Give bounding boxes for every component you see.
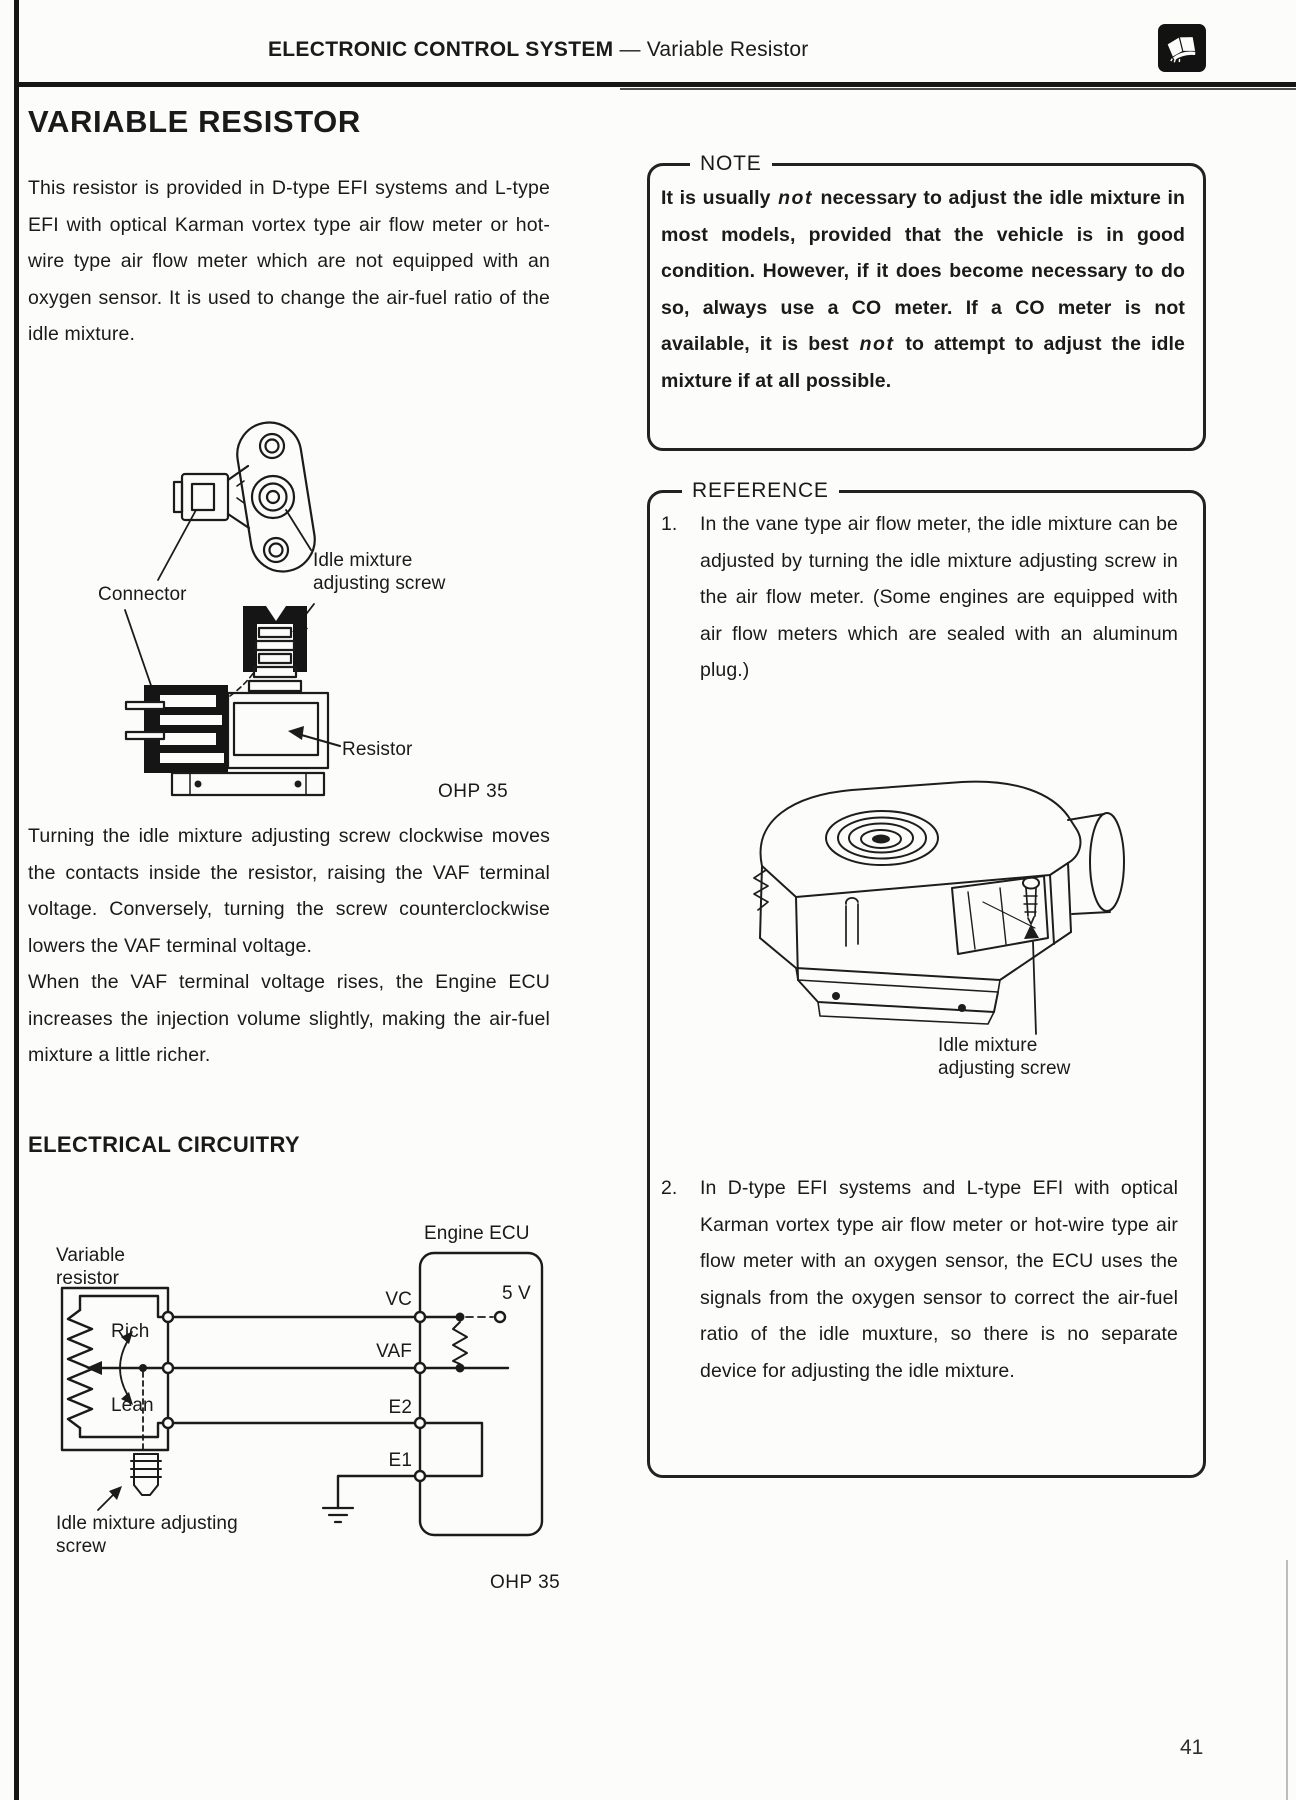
reference-item-2-text: In D-type EFI systems and L-type EFI wit… <box>700 1177 1178 1382</box>
flange-plate <box>236 421 316 573</box>
paragraph-screw-operation: Turning the idle mixture adjusting screw… <box>28 825 550 957</box>
open-book-icon <box>1158 24 1206 72</box>
fig1-connector-label: Connector <box>98 584 187 605</box>
operation-paragraphs: Turning the idle mixture adjusting screw… <box>28 818 550 1074</box>
circuit-rich-label: Rich <box>111 1321 150 1342</box>
fig1-ohp-ref: OHP 35 <box>438 781 509 802</box>
paragraph-ecu-response: When the VAF terminal voltage rises, the… <box>28 971 550 1066</box>
spring-detail <box>753 869 769 911</box>
page-number: 41 <box>1180 1736 1204 1759</box>
header-topic: — Variable Resistor <box>613 38 809 61</box>
scan-edge-artifact <box>1286 1560 1288 1800</box>
note-body: It is usually not necessary to adjust th… <box>661 187 1185 392</box>
circuit-variable-resistor-label: Variable resistor <box>56 1245 126 1289</box>
header-rule <box>14 82 1296 87</box>
figure-circuit-diagram <box>30 1240 570 1610</box>
note-title: NOTE <box>690 152 772 176</box>
intro-paragraph: This resistor is provided in D-type EFI … <box>28 177 550 345</box>
circuit-engine-ecu-label: Engine ECU <box>424 1223 530 1244</box>
page-header: ELECTRONIC CONTROL SYSTEM — Variable Res… <box>268 38 808 62</box>
reference-title: REFERENCE <box>682 479 839 503</box>
figure-variable-resistor <box>30 400 560 810</box>
circuit-e2-label: E2 <box>388 1397 412 1418</box>
reference-box: REFERENCE <box>647 479 1206 1478</box>
reference-item-1-number: 1. <box>661 513 678 535</box>
circuit-vaf-label: VAF <box>376 1341 412 1362</box>
figure-air-flow-meter <box>700 762 1130 1047</box>
left-page-rule <box>14 0 19 1800</box>
fig1-resistor-label: Resistor <box>342 739 413 760</box>
screw-tower-section <box>243 606 307 693</box>
connector-top-view <box>172 464 251 530</box>
ground-icon <box>321 1506 355 1524</box>
engine-ecu-box <box>418 1251 544 1537</box>
header-rule-shadow <box>620 88 1296 90</box>
page-title: VARIABLE RESISTOR <box>28 104 361 139</box>
screw-icon <box>130 1453 162 1496</box>
reference-item-1-text: In the vane type air flow meter, the idl… <box>700 513 1178 681</box>
reference-item-1: 1. In the vane type air flow meter, the … <box>661 506 1178 689</box>
vane-window <box>951 875 1049 955</box>
connector-section-view <box>124 671 255 773</box>
ref-fig-screw-label: Idle mixture adjusting screw <box>938 1035 1071 1079</box>
circuit-lean-label: Lean <box>111 1395 154 1416</box>
adjusting-screw-icon <box>1022 876 1040 925</box>
section-title-electrical-circuitry: ELECTRICAL CIRCUITRY <box>28 1132 300 1157</box>
spiral-chamber <box>825 810 939 866</box>
reference-item-2: 2. In D-type EFI systems and L-type EFI … <box>661 1170 1178 1389</box>
note-box: NOTE <box>647 152 1206 451</box>
circuit-vc-label: VC <box>385 1289 412 1310</box>
ecu-pullup-resistor <box>452 1321 468 1365</box>
header-section: ELECTRONIC CONTROL SYSTEM <box>268 38 614 61</box>
circuit-e1-label: E1 <box>388 1450 412 1471</box>
fig1-screw-label: Idle mixture adjusting screw <box>313 550 446 594</box>
circuit-screw-label: Idle mixture adjusting screw <box>56 1513 238 1557</box>
rich-lean-arrow <box>119 1336 131 1400</box>
circuit-ohp-ref: OHP 35 <box>490 1572 561 1593</box>
circuit-5v-label: 5 V <box>502 1283 531 1304</box>
reference-item-2-number: 2. <box>661 1177 678 1199</box>
